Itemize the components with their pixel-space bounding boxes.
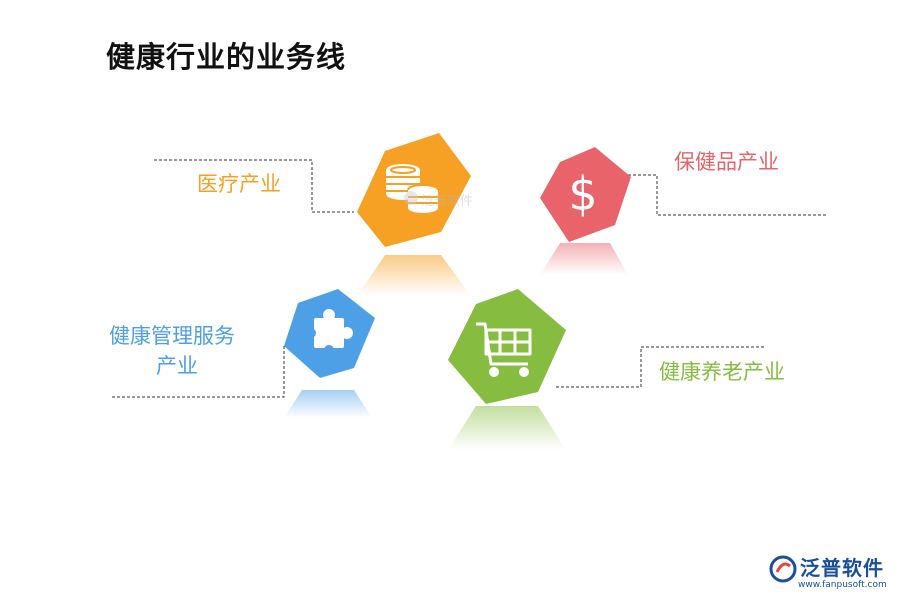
svg-text:泛普软件: 泛普软件 [421,194,473,209]
page-title: 健康行业的业务线 [106,40,347,74]
connector-health-products [628,174,828,216]
connector-elderly [556,346,765,388]
label-health-mgmt-line2: 产业 [156,354,198,378]
label-elderly: 健康养老产业 [659,360,785,384]
hexagon-medical [357,133,471,247]
logo-url: www.fanpusoft.com [798,580,887,590]
connector-medical [154,159,354,213]
puzzle-icon [306,309,353,355]
label-health-products: 保健品产业 [674,150,779,174]
coins-icon [386,164,439,213]
connector-health-mgmt [112,345,292,398]
label-health-mgmt-line1: 健康管理服务 [109,324,235,348]
reflection-health-products [540,243,628,275]
dollar-icon: $ [568,167,597,221]
watermark: 泛普软件 [404,191,473,209]
reflection-elderly [448,406,566,450]
logo-name: 泛普软件 [800,556,884,580]
label-medical: 医疗产业 [197,172,281,196]
hexagon-health-mgmt [284,289,375,378]
hexagon-health-products: $ [540,147,631,242]
hexagon-elderly [448,289,566,404]
reflection-medical [357,255,471,296]
shopping-cart-icon [476,322,532,377]
fanpu-logo-icon [769,555,797,583]
company-logo: 泛普软件 www.fanpusoft.com [768,552,894,596]
reflection-health-mgmt [284,390,372,418]
